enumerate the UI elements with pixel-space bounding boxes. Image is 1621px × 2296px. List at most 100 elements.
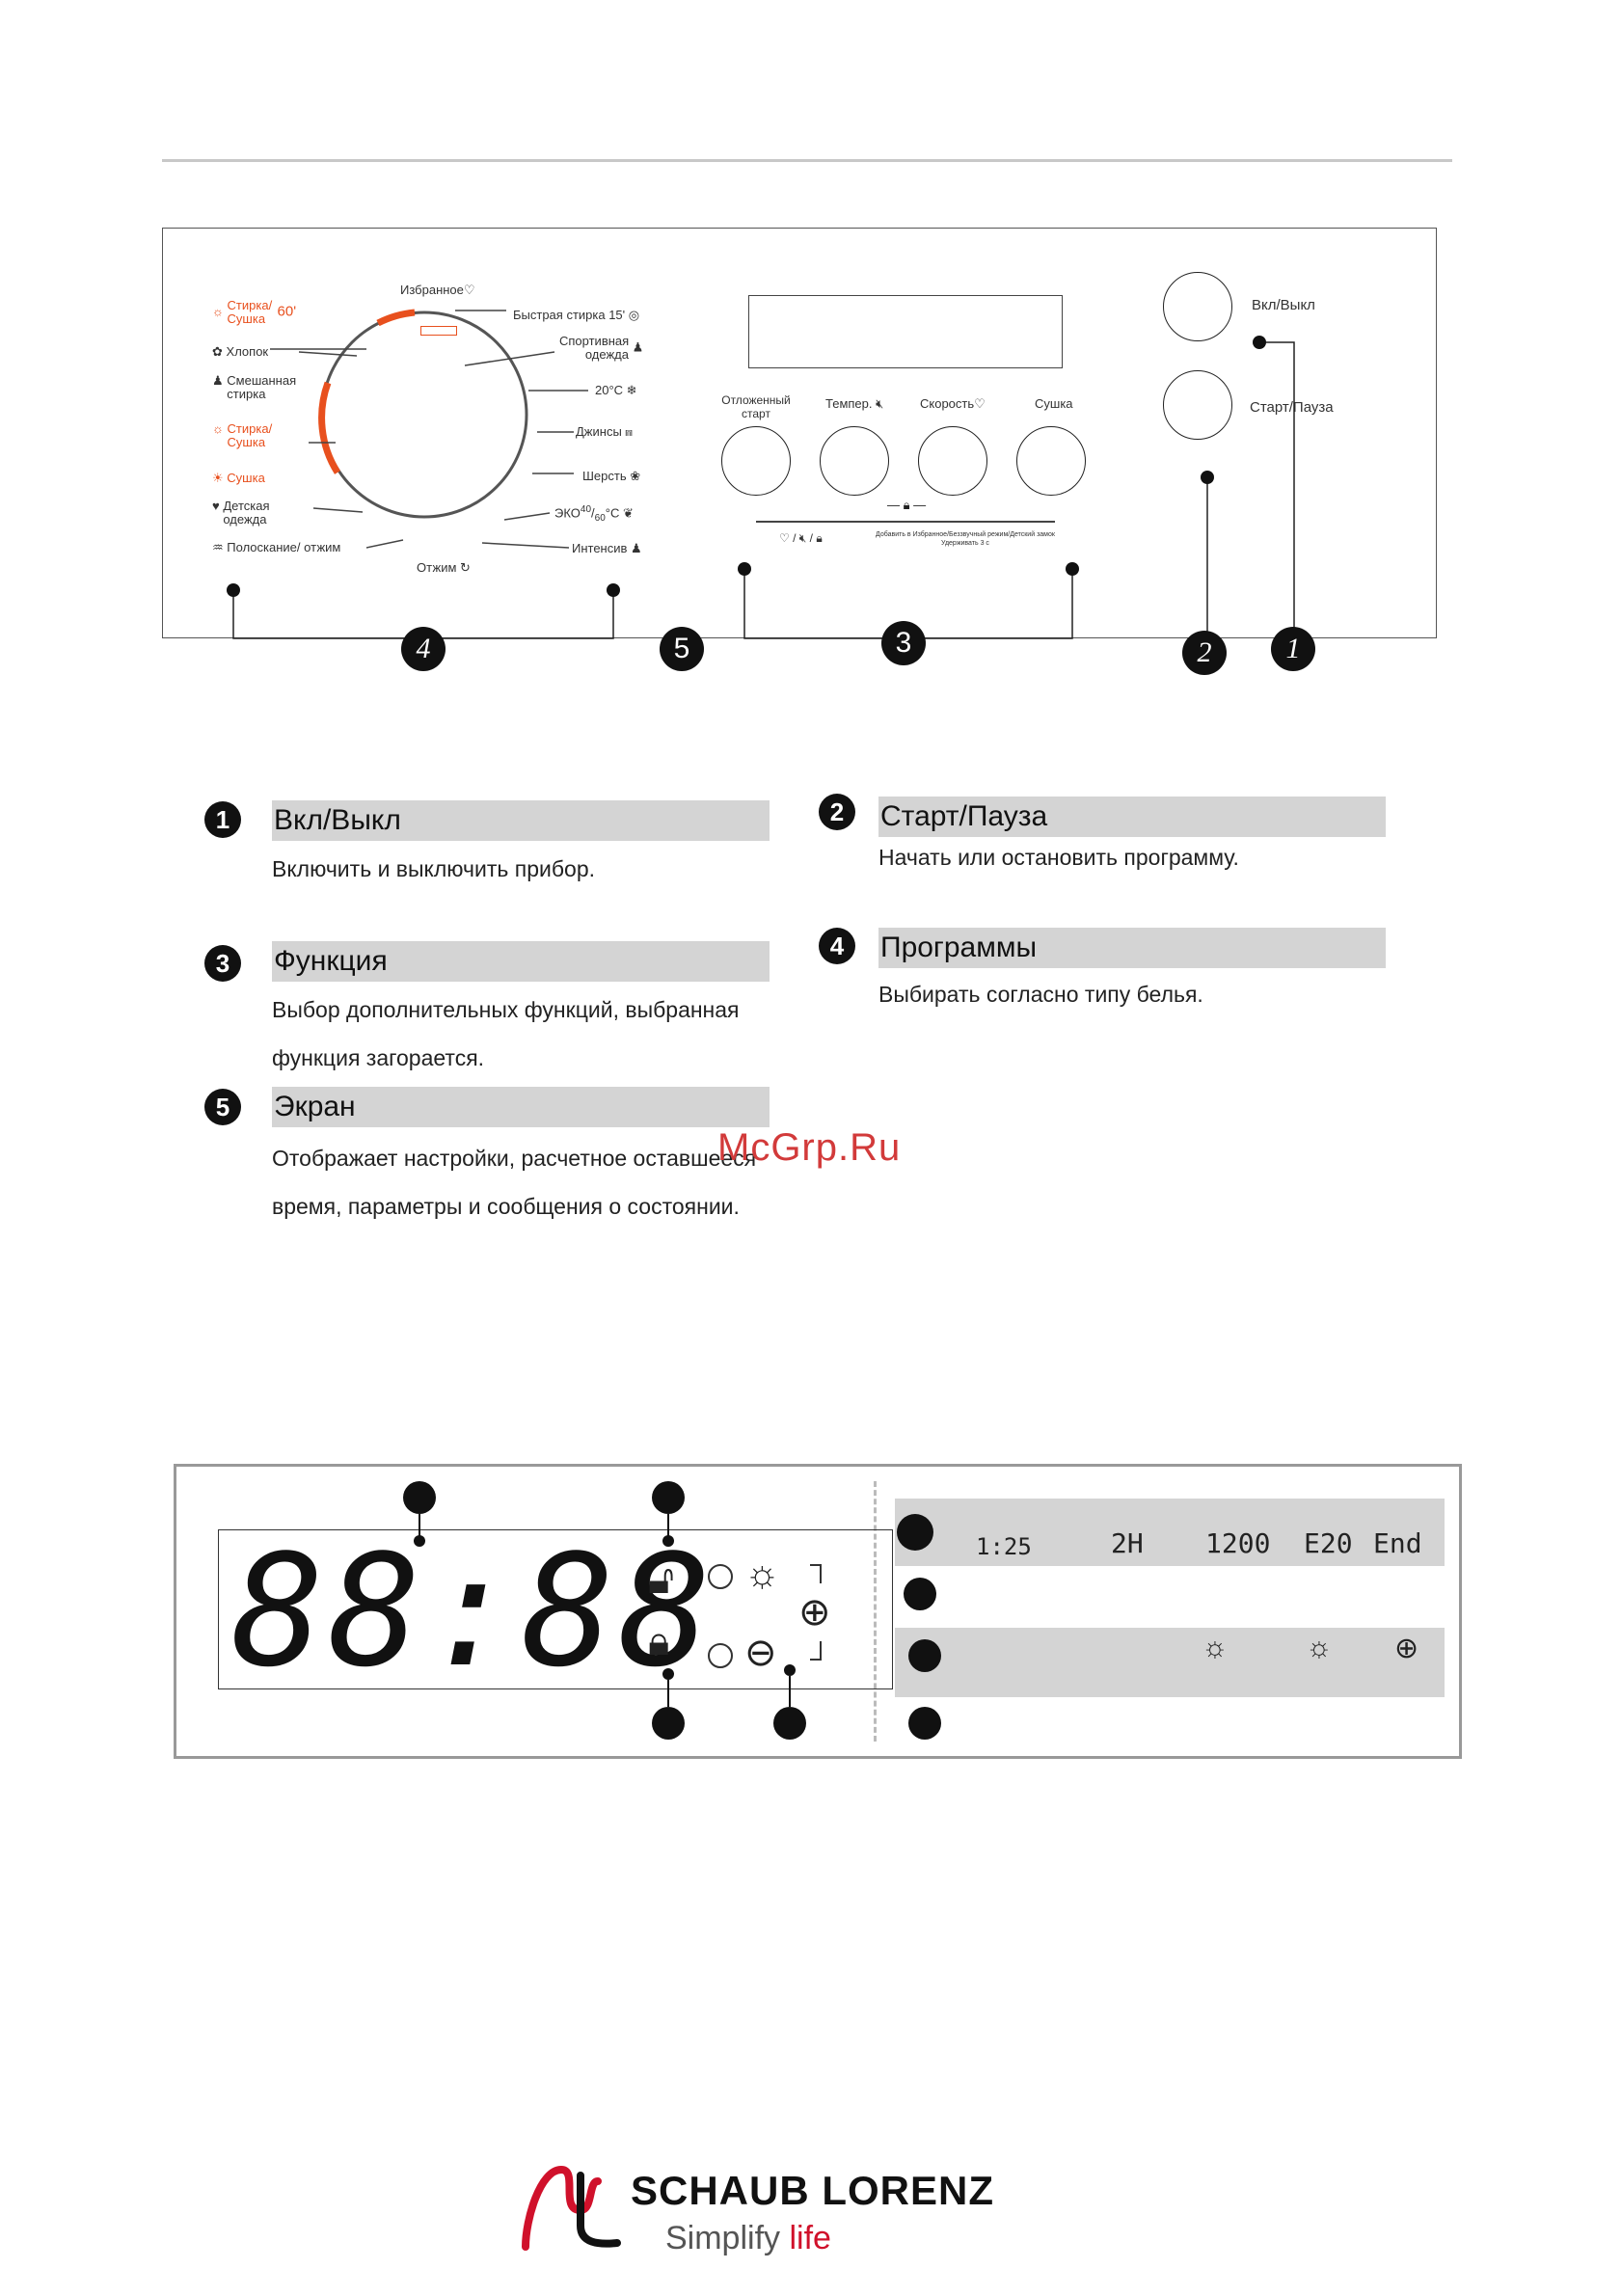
function-divider bbox=[756, 521, 1055, 523]
callout-1: 1 bbox=[1271, 627, 1315, 671]
power-button[interactable] bbox=[1163, 272, 1232, 341]
panel-screen bbox=[748, 295, 1063, 368]
program-quick-15[interactable]: Быстрая стирка 15' ◎ bbox=[513, 308, 640, 322]
wash-dry-icon: ☼ bbox=[212, 421, 224, 436]
program-20c[interactable]: 20°C ❄ bbox=[595, 383, 637, 397]
section-number-4: 4 bbox=[819, 928, 855, 964]
callout-4: 4 bbox=[401, 627, 446, 671]
legend-marker-1 bbox=[897, 1514, 933, 1551]
program-eco[interactable]: ЭКО40/60°C ❦ bbox=[554, 504, 634, 524]
top-rule bbox=[162, 159, 1452, 162]
section-desc-4: Выбирать согласно типу белья. bbox=[878, 982, 1203, 1007]
delay-start-button[interactable] bbox=[721, 426, 791, 496]
section-header-3: Функция bbox=[272, 941, 770, 982]
legend-marker-2 bbox=[904, 1578, 936, 1610]
program-sport[interactable]: Спортивная одежда ♟ bbox=[559, 334, 644, 362]
legend-row-3 bbox=[895, 1628, 1445, 1697]
delay-start-label: Отложенный старт bbox=[721, 393, 791, 420]
program-intensive[interactable]: Интенсив ♟ bbox=[572, 541, 642, 555]
legend-time-value: 1:25 bbox=[976, 1533, 1032, 1560]
section-number-5: 5 bbox=[204, 1089, 241, 1125]
program-spin[interactable]: Отжим ↻ bbox=[417, 560, 471, 575]
speed-button[interactable] bbox=[918, 426, 987, 496]
legend-end-value: End bbox=[1373, 1527, 1422, 1559]
babywear-icon: ♥ bbox=[212, 499, 220, 513]
legend-hours-value: 2H bbox=[1111, 1527, 1144, 1559]
lcd-digits: 88:88 bbox=[231, 1521, 716, 1701]
wool-icon: ❀ bbox=[630, 469, 641, 483]
lcd-screen bbox=[218, 1529, 893, 1689]
section-number-1: 1 bbox=[204, 801, 241, 838]
program-cotton[interactable]: ✿ Хлопок bbox=[212, 344, 269, 359]
temp-label: Темпер. 🔇︎ bbox=[825, 396, 884, 411]
bracket-bottom bbox=[810, 1641, 822, 1661]
display-marker bbox=[652, 1481, 685, 1514]
shirt-icon: ♟ bbox=[212, 373, 224, 388]
callout-3: 3 bbox=[881, 621, 926, 665]
quick-wash-icon: ◎ bbox=[628, 308, 640, 322]
legend-row-1 bbox=[895, 1499, 1445, 1566]
jeans-icon: ⩎ bbox=[625, 424, 633, 439]
dial-indicator bbox=[420, 326, 457, 336]
wash-dry-icon: ☼ bbox=[212, 304, 224, 319]
indicator-circle-bottom bbox=[708, 1643, 733, 1668]
display-marker-anchor bbox=[414, 1535, 425, 1547]
section-desc-5: Отображает настройки, расчетное оставшее… bbox=[272, 1146, 757, 1219]
callout-2: 2 bbox=[1182, 631, 1227, 675]
display-marker bbox=[773, 1707, 806, 1740]
program-dry[interactable]: ☀ Сушка bbox=[212, 471, 265, 485]
dial-leader-lines bbox=[270, 310, 588, 549]
legend-marker-3 bbox=[908, 1639, 941, 1672]
dry-plus-icon: ⊕ bbox=[798, 1591, 831, 1634]
start-pause-label: Старт/Пауза bbox=[1250, 399, 1334, 416]
brand-slogan: Simplify life bbox=[665, 2220, 831, 2256]
brand-name: SCHAUB LORENZ bbox=[631, 2168, 994, 2213]
function-icons: ♡ / 🔇︎ / 🔒︎ bbox=[779, 531, 823, 545]
heart-icon: ♡ bbox=[974, 396, 986, 411]
display-marker-line bbox=[419, 1514, 420, 1537]
legend-speed-value: 1200 bbox=[1205, 1527, 1271, 1559]
dry-level-icon: ☼ bbox=[744, 1553, 780, 1595]
section-header-2: Старт/Пауза bbox=[878, 797, 1386, 837]
lock-icon: 🔓︎ bbox=[648, 1556, 675, 1602]
bracket-top bbox=[810, 1564, 822, 1583]
brand-logo-mark bbox=[522, 2165, 621, 2251]
display-marker-anchor bbox=[662, 1535, 674, 1547]
mute-icon: 🔇︎ bbox=[876, 396, 884, 411]
display-marker-line bbox=[667, 1680, 669, 1707]
dry-label: Сушка bbox=[1035, 396, 1073, 411]
temperature-button[interactable] bbox=[820, 426, 889, 496]
program-rinse-spin[interactable]: ♒ Полоскание/ отжим bbox=[212, 540, 341, 554]
intensive-icon: ♟ bbox=[631, 541, 642, 555]
dry-high-icon: ⊕ bbox=[1394, 1633, 1419, 1664]
display-diagram bbox=[174, 1464, 1462, 1759]
section-header-4: Программы bbox=[878, 928, 1386, 968]
cotton-icon: ✿ bbox=[212, 344, 223, 359]
eco-leaf-icon: ❦ bbox=[622, 505, 634, 521]
program-wool[interactable]: Шерсть ❀ bbox=[582, 469, 641, 483]
favorite-label: Избранное♡ bbox=[400, 283, 475, 297]
program-wash-dry[interactable]: ☼ Стирка/ Сушка bbox=[212, 421, 273, 449]
heart-icon: ♡ bbox=[463, 283, 475, 297]
program-baby[interactable]: ♥ Детская одежда bbox=[212, 499, 270, 527]
section-desc-3: Выбор дополнительных функций, выбранная … bbox=[272, 997, 740, 1070]
dry-minus-icon: ⊖ bbox=[744, 1632, 777, 1674]
speed-label: Скорость♡ bbox=[920, 396, 986, 411]
display-marker-line bbox=[789, 1676, 791, 1707]
watermark: McGrp.Ru bbox=[717, 1126, 902, 1169]
dry-mid-icon: ☼ bbox=[1306, 1632, 1333, 1663]
program-jeans[interactable]: Джинсы ⩎ bbox=[576, 424, 633, 439]
rinse-icon: ♒ bbox=[212, 540, 224, 554]
program-mixed[interactable]: ♟ Смешанная стирка bbox=[212, 373, 297, 401]
indicator-circle-top bbox=[708, 1564, 733, 1589]
sport-shirt-icon: ♟ bbox=[632, 339, 644, 355]
start-pause-button[interactable] bbox=[1163, 370, 1232, 440]
legend-marker-4 bbox=[908, 1707, 941, 1740]
dry-button[interactable] bbox=[1016, 426, 1086, 496]
section-desc-2: Начать или остановить программу. bbox=[878, 845, 1239, 870]
section-number-3: 3 bbox=[204, 945, 241, 982]
cold-icon: ❄ bbox=[626, 383, 637, 397]
program-dial bbox=[318, 309, 528, 519]
display-marker-anchor bbox=[662, 1668, 674, 1680]
